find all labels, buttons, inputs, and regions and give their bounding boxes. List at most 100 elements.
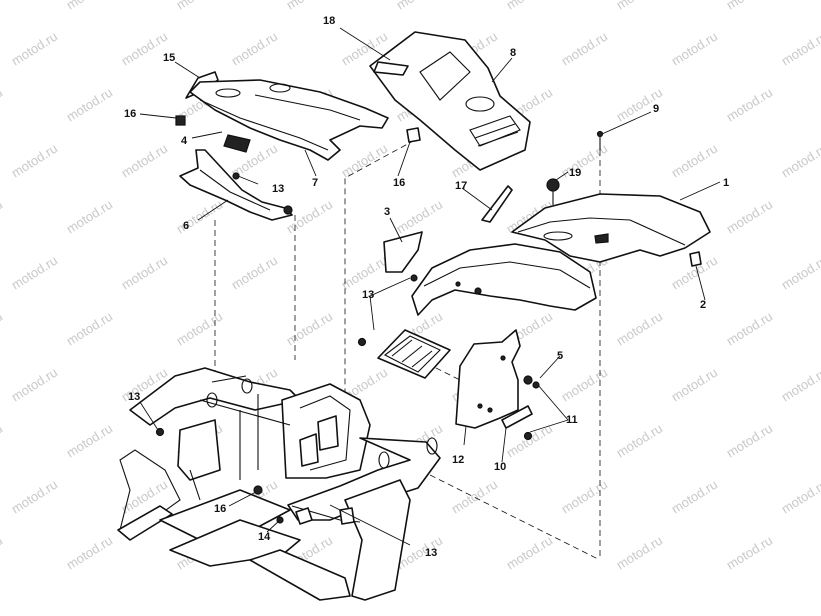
callout-14: 14	[258, 531, 271, 543]
callout-11: 11	[566, 414, 578, 426]
watermark-text: motod.ru	[64, 421, 115, 461]
callout-5: 5	[557, 350, 563, 362]
front-fender	[411, 243, 597, 316]
part-7-front-console	[189, 79, 389, 161]
part-6-bracket	[179, 149, 293, 221]
callout-17: 17	[455, 180, 467, 192]
watermark-text: motod.ru	[229, 29, 280, 69]
watermark-text: motod.ru	[614, 309, 665, 349]
watermark-text: motod.ru	[669, 29, 720, 69]
watermark-text: motod.ru	[64, 0, 115, 13]
watermark-text: motod.ru	[284, 0, 335, 13]
part-8-rear-housing	[369, 31, 531, 171]
part-1-rear-fender	[511, 193, 711, 263]
callout-19: 19	[569, 167, 581, 179]
watermark-text: motod.ru	[559, 365, 610, 405]
callout-13-middle: 13	[362, 289, 374, 301]
watermark-text: motod.ru	[779, 253, 821, 293]
watermark-text: motod.ru	[9, 29, 60, 69]
watermark-text: motod.ru	[64, 533, 115, 573]
watermark-text: motod.ru	[559, 477, 610, 517]
watermark-text: motod.ru	[0, 197, 5, 237]
watermark-text: motod.ru	[724, 309, 775, 349]
watermark-text: motod.ru	[119, 253, 170, 293]
watermark-text: motod.ru	[229, 253, 280, 293]
part-16-clip-right	[406, 127, 421, 143]
watermark-text: motod.ru	[0, 533, 5, 573]
watermark-text: motod.ru	[724, 197, 775, 237]
watermark-text: motod.ru	[9, 253, 60, 293]
watermark-text: motod.ru	[119, 141, 170, 181]
callout-16-right: 16	[393, 177, 405, 189]
callout-15: 15	[163, 52, 175, 64]
callout-13-left: 13	[128, 391, 140, 403]
watermark-text: motod.ru	[779, 365, 821, 405]
watermark-text: motod.ru	[614, 533, 665, 573]
watermark-text: motod.ru	[339, 253, 390, 293]
watermark-text: motod.ru	[64, 197, 115, 237]
watermark-text: motod.ru	[614, 421, 665, 461]
callout-8: 8	[510, 47, 516, 59]
callout-16-left: 16	[124, 108, 136, 120]
watermark-text: motod.ru	[9, 477, 60, 517]
watermark-text: motod.ru	[614, 0, 665, 13]
watermark-text: motod.ru	[724, 0, 775, 13]
callout-6: 6	[183, 220, 189, 232]
callout-9: 9	[653, 103, 659, 115]
watermark-text: motod.ru	[9, 365, 60, 405]
fastener-nuts	[155, 172, 540, 524]
main-frame	[117, 367, 441, 601]
watermark-text: motod.ru	[64, 309, 115, 349]
callout-4: 4	[181, 135, 188, 147]
watermark-text: motod.ru	[669, 141, 720, 181]
callout-10: 10	[494, 461, 506, 473]
watermark-text: motod.ru	[0, 85, 5, 125]
watermark-text: motod.ru	[779, 29, 821, 69]
watermark-text: motod.ru	[174, 309, 225, 349]
callout-18: 18	[323, 15, 335, 27]
watermark-text: motod.ru	[779, 141, 821, 181]
watermark-text: motod.ru	[504, 533, 555, 573]
callout-13-top: 13	[272, 183, 284, 195]
watermark-text: motod.ru	[394, 197, 445, 237]
callout-13-bottom: 13	[425, 547, 437, 559]
leader-lines	[139, 27, 721, 546]
callout-12: 12	[452, 454, 464, 466]
part-17-decal	[481, 185, 513, 223]
watermark-text: motod.ru	[559, 29, 610, 69]
watermark-text: motod.ru	[559, 141, 610, 181]
part-2-plate	[689, 251, 702, 267]
callout-2: 2	[700, 299, 706, 311]
watermark-text: motod.ru	[0, 309, 5, 349]
watermark-text: motod.ru	[284, 309, 335, 349]
callout-3: 3	[384, 206, 390, 218]
part-3-decal	[383, 231, 423, 273]
callout-7: 7	[312, 177, 318, 189]
footrest-plate	[377, 329, 451, 379]
watermark-text: motod.ru	[0, 0, 5, 13]
watermark-text: motod.ru	[669, 477, 720, 517]
callout-1: 1	[723, 177, 729, 189]
part-12-mud-flap	[455, 329, 521, 429]
watermark-text: motod.ru	[724, 421, 775, 461]
watermark-text: motod.ru	[174, 197, 225, 237]
watermark-text: motod.ru	[504, 0, 555, 13]
watermark-text: motod.ru	[174, 0, 225, 13]
part-16-clip-left	[175, 115, 186, 126]
callout-16-bottom: 16	[214, 503, 226, 515]
watermark-text: motod.ru	[9, 141, 60, 181]
watermark-text: motod.ru	[724, 85, 775, 125]
callout-labels: 15 16 4 7 13 6 18 8 9 16 19 17 1 3 2 13 …	[124, 15, 729, 559]
part-10-bracket-plate	[501, 405, 533, 429]
watermark-text: motod.ru	[394, 0, 445, 13]
watermark-text: motod.ru	[724, 533, 775, 573]
part-19-bolt	[546, 178, 560, 205]
watermark-text: motod.ru	[669, 365, 720, 405]
watermark-text: motod.ru	[449, 477, 500, 517]
watermark-text: motod.ru	[64, 85, 115, 125]
watermark-text: motod.ru	[0, 421, 5, 461]
watermark-text: motod.ru	[284, 197, 335, 237]
watermark-text: motod.ru	[339, 141, 390, 181]
watermark-text: motod.ru	[779, 477, 821, 517]
